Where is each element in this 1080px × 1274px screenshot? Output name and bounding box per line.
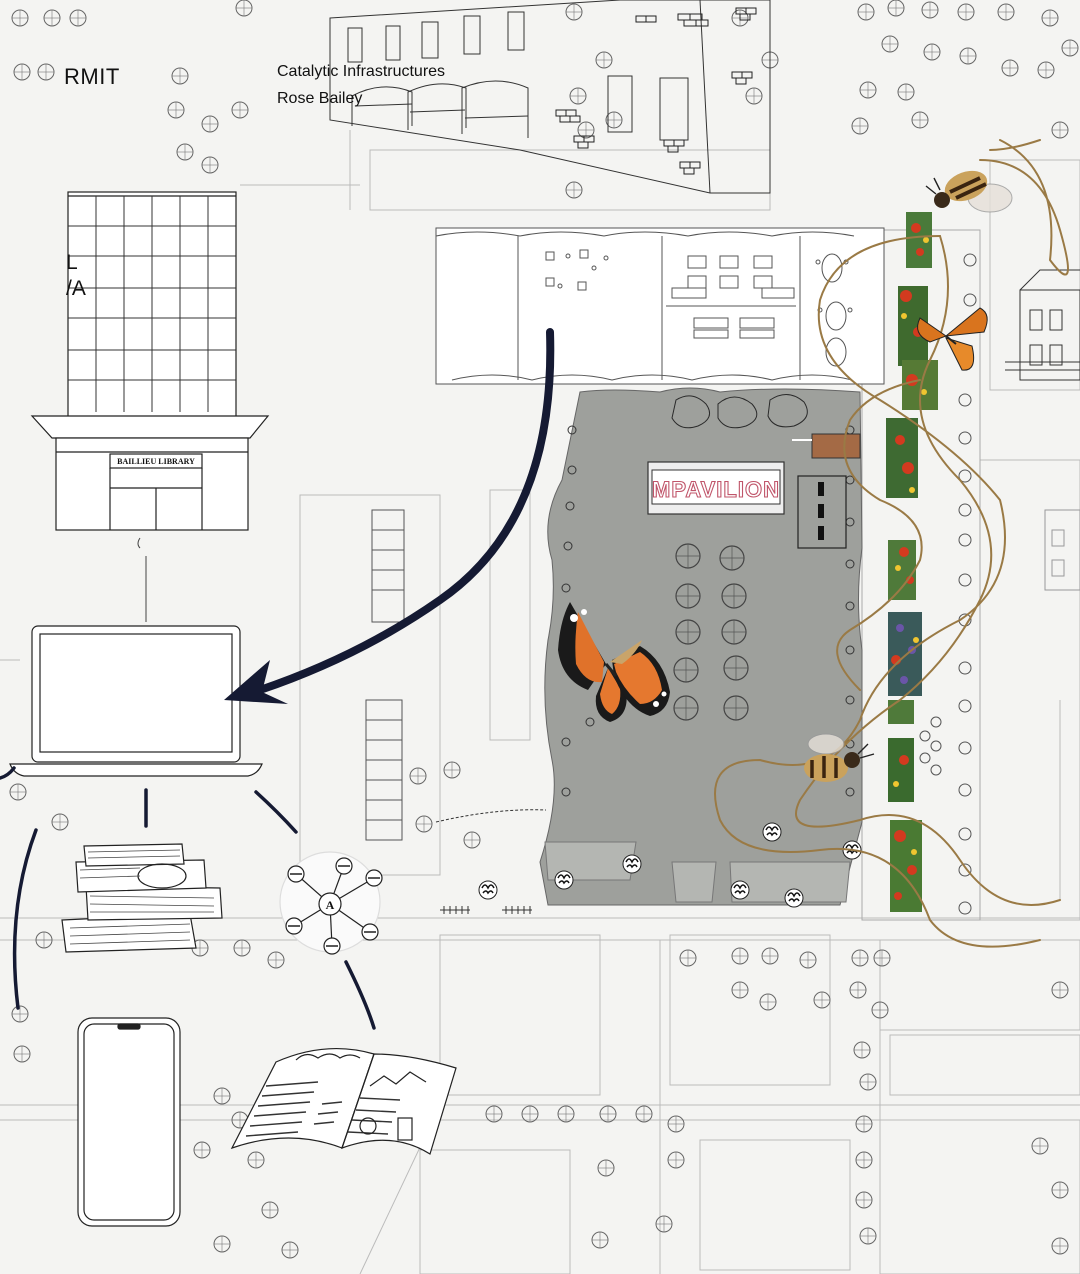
book-stack-illustration [61, 843, 223, 953]
plaza-tree-canopies [671, 394, 808, 429]
mpavilion-sign-frame [647, 461, 785, 515]
terrace-house-elevation [1005, 269, 1080, 591]
concrete-plaza [539, 387, 863, 906]
ladder-structures [365, 509, 405, 841]
laptop-illustration [9, 625, 263, 777]
phone-illustration [77, 1017, 181, 1227]
bike-racks [435, 809, 547, 914]
library-glyph-line1: L [66, 251, 78, 274]
library-glyph: L /A [66, 250, 86, 302]
bee-bottom-icon [804, 733, 875, 782]
institution-label: RMIT [64, 64, 120, 89]
painted-lady-butterfly-icon [558, 602, 670, 722]
library-glyph-line2: /A [66, 277, 86, 300]
network-hub-icon [279, 851, 383, 955]
project-title: Catalytic Infrastructures [277, 63, 446, 80]
plaza-bench-table [792, 433, 861, 549]
brick-patches [555, 7, 757, 175]
network-connectors [0, 766, 376, 1030]
flow-arrow [224, 328, 555, 704]
library-building [30, 191, 270, 531]
pavilion-upper-plan [435, 227, 885, 385]
twine-string [714, 139, 1069, 948]
library-connector [137, 537, 147, 622]
magazine-illustration [230, 1047, 457, 1155]
author-name: Rose Bailey [277, 90, 363, 107]
hub-letter: A [326, 898, 335, 912]
bee-top-icon [925, 170, 1013, 213]
small-butterfly-icon [917, 307, 988, 371]
library-sign: BAILLIEU LIBRARY [117, 457, 195, 466]
flower-collage-strip [886, 212, 938, 912]
mpavilion-sign: MPAVILION [652, 477, 780, 502]
